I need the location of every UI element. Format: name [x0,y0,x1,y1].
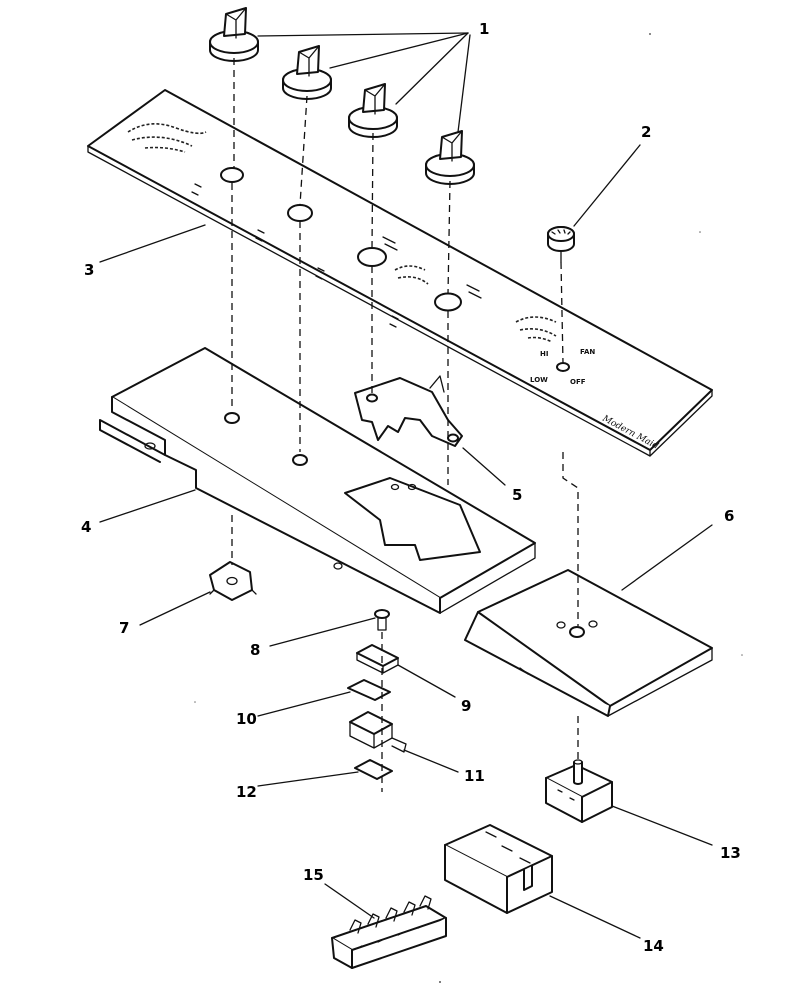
screw [374,609,390,631]
mounting-bracket [354,375,463,447]
callout-2: 2 [641,123,651,141]
callout-9: 9 [461,697,471,715]
fan-label-off: OFF [570,378,586,386]
callout-13: 13 [720,844,741,862]
fan-label-fan: FAN [580,348,595,356]
switch-bracket-lower [349,711,407,753]
callout-8: 8 [250,641,260,659]
control-panel-plate: HI FAN LOW OFF Modern Maid [87,89,713,457]
callout-numbers: 1 2 3 4 5 6 7 8 9 10 11 12 13 14 15 [81,20,741,955]
callout-4: 4 [81,518,91,536]
retainer-plate [354,759,393,780]
spring-clip [209,561,257,601]
callout-10: 10 [236,710,257,728]
fan-knob [547,226,575,263]
callout-1: 1 [479,20,489,38]
alignment-lines [231,58,579,792]
callout-15: 15 [303,866,324,884]
switch-bracket-upper [356,644,399,674]
fan-switch [545,759,613,823]
callout-14: 14 [643,937,664,955]
scan-specks [194,33,743,983]
insulator-plate [347,679,391,701]
callout-12: 12 [236,783,257,801]
knob-3 [348,83,398,138]
knob-1 [209,7,259,62]
fan-shelf [464,569,713,717]
fan-label-low: LOW [530,376,548,384]
terminal-strip [331,895,447,969]
control-bracket [99,347,536,614]
knob-2 [282,45,332,100]
callout-7: 7 [119,619,129,637]
relay-block [444,824,553,914]
callout-11: 11 [464,767,485,785]
leader-lines [99,32,713,939]
knob-4 [425,130,475,185]
fan-label-hi: HI [540,350,548,358]
callout-3: 3 [84,261,94,279]
callout-5: 5 [512,486,522,504]
callout-6: 6 [724,507,734,525]
